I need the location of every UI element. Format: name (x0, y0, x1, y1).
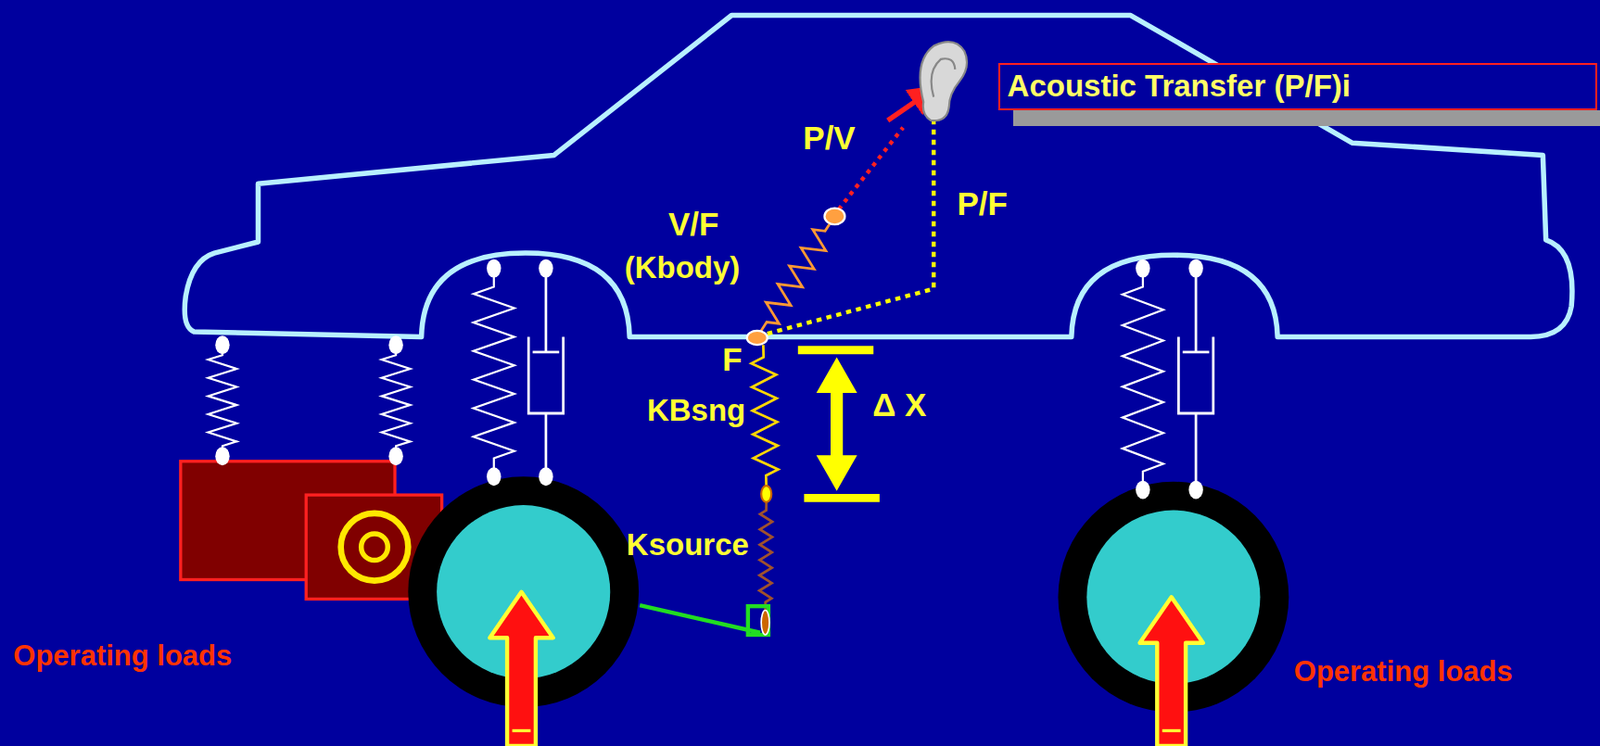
title-box: Acoustic Transfer (P/F)i (998, 63, 1598, 111)
spring-symbol (759, 502, 773, 611)
path-label: P/V (802, 120, 855, 157)
front-damper (528, 268, 563, 478)
spring-symbol (1122, 268, 1164, 491)
spring-symbol (473, 268, 515, 478)
response-point (824, 208, 845, 226)
path-label: P/F (957, 186, 1008, 223)
dimension-bar (798, 345, 874, 355)
ear-detail (931, 58, 956, 97)
body-attachment-point (747, 330, 768, 345)
load-label: Operating loads (1294, 656, 1513, 688)
mount-dot (486, 467, 501, 486)
engine-pulley-hub (361, 533, 389, 561)
mount-dot (388, 335, 403, 355)
load-label: Operating loads (12, 640, 232, 673)
engine-pulley (341, 513, 409, 582)
dimension-bar (803, 494, 879, 503)
mount-dot (538, 259, 553, 279)
road-load-arrow (1140, 596, 1204, 746)
mount-dot (388, 446, 403, 466)
mount-dot (215, 446, 229, 466)
road-load-arrow (489, 592, 553, 746)
bushing-point (761, 610, 770, 635)
mount-dot (215, 335, 229, 355)
mount-dot (1188, 259, 1203, 279)
arrow-mark (1162, 729, 1181, 733)
sound-arrow (888, 93, 927, 121)
arrow-mark (512, 729, 532, 733)
mount-dot (486, 259, 501, 279)
spring-symbol (381, 344, 411, 457)
link-arm (639, 605, 761, 634)
mount-dot (1188, 481, 1203, 500)
rear-damper (1178, 268, 1213, 491)
path-label: V/F (668, 206, 719, 243)
mount-dot (1135, 481, 1150, 500)
acoustic-path (767, 107, 934, 334)
stiffness-label: Ksource (626, 528, 750, 562)
dimension-label: Δ X (872, 387, 927, 424)
stiffness-label: KBsng (647, 393, 746, 428)
mount-dot (1135, 259, 1150, 279)
force-label: F (722, 342, 742, 379)
spring-symbol (751, 344, 779, 488)
stiffness-label: (Kbody) (624, 251, 741, 285)
spring-symbol (761, 222, 831, 331)
dimension-arrow (816, 356, 858, 491)
box-title: Acoustic Transfer (P/F)i (1007, 68, 1588, 104)
spring-symbol (208, 344, 238, 457)
ear-icon (920, 41, 968, 121)
mount-dot (538, 467, 553, 486)
box-shadow (1013, 110, 1600, 127)
bushing-inner-point (761, 485, 772, 503)
